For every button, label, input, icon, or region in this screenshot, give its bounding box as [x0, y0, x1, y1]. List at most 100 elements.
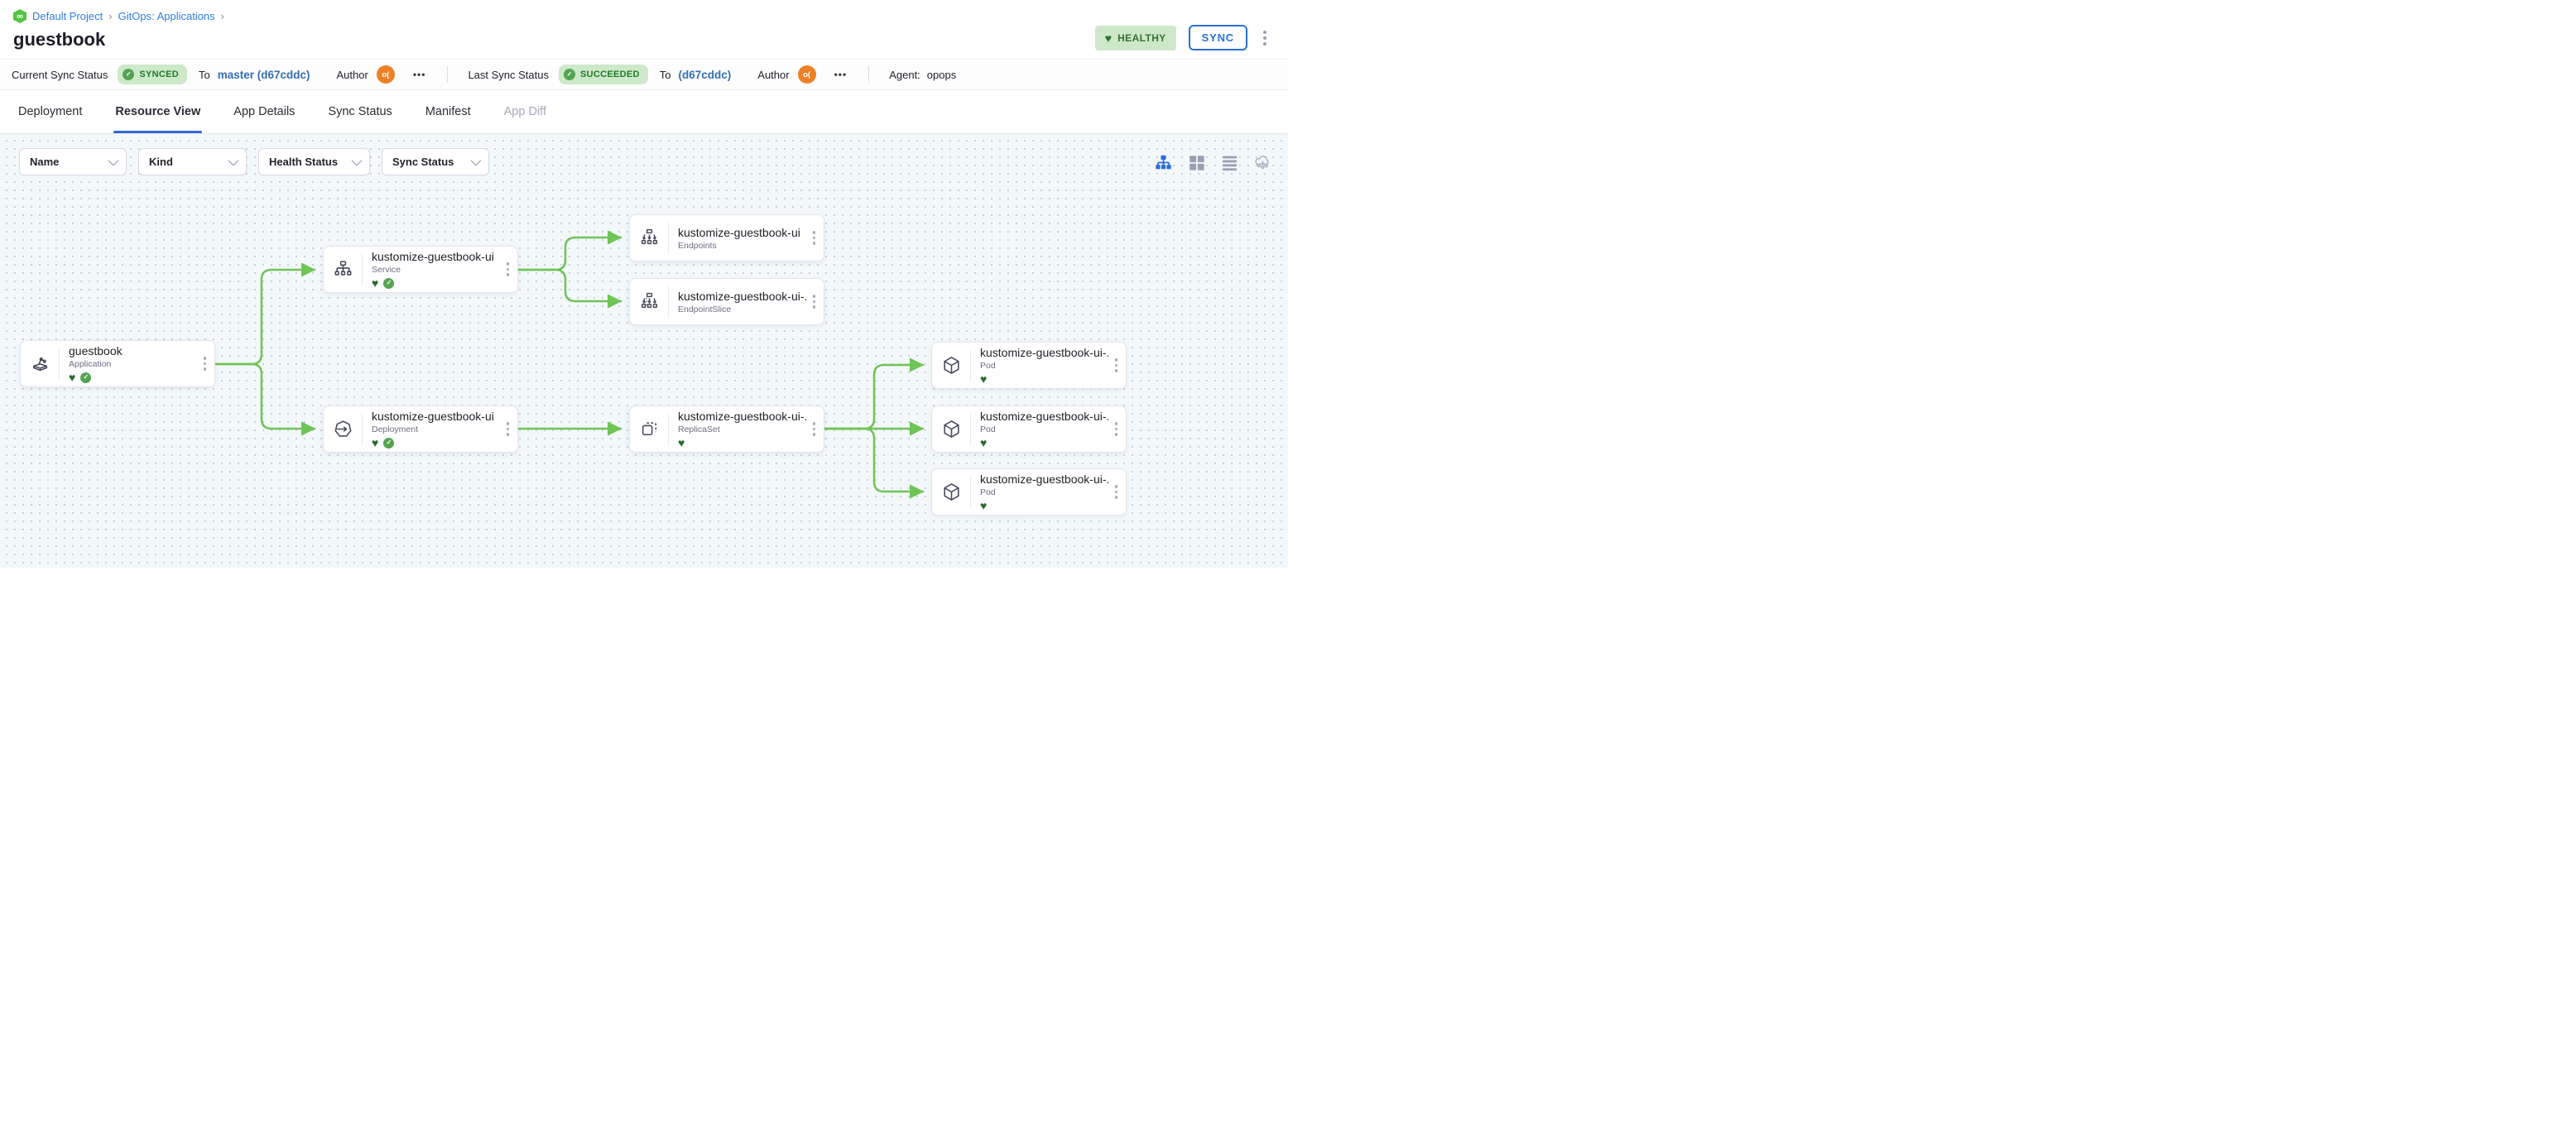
more-horizontal-icon[interactable]: •••	[412, 69, 426, 80]
author-avatar: o(	[797, 65, 816, 84]
tab-sync-status[interactable]: Sync Status	[328, 105, 392, 118]
heart-icon: ♥	[1104, 31, 1113, 45]
divider	[447, 66, 449, 83]
node-menu-button[interactable]	[503, 419, 513, 439]
service-icon	[324, 247, 362, 292]
more-horizontal-icon[interactable]: •••	[834, 69, 848, 80]
tab-manifest[interactable]: Manifest	[425, 105, 471, 118]
node-menu-button[interactable]	[810, 228, 819, 248]
node-service[interactable]: kustomize-guestbook-ui Service ♥ ✓	[323, 246, 518, 293]
resource-name: guestbook	[69, 344, 123, 357]
healthy-heart-icon: ♥	[980, 436, 988, 449]
resource-name: kustomize-guestbook-ui-...	[678, 410, 806, 423]
resource-name: kustomize-guestbook-ui	[372, 410, 494, 423]
current-revision-link[interactable]: master (d67cddc)	[217, 68, 310, 81]
healthy-heart-icon: ♥	[980, 499, 988, 512]
node-application-guestbook[interactable]: guestbook Application ♥ ✓	[20, 340, 215, 387]
agent-value: opops	[926, 68, 957, 81]
resource-name: kustomize-guestbook-ui-...	[678, 289, 806, 303]
pod-icon	[932, 343, 970, 388]
check-circle-icon: ✓	[123, 69, 135, 80]
chevron-down-icon	[351, 155, 363, 166]
resource-kind: Deployment	[372, 425, 419, 434]
synced-badge-label: SYNCED	[139, 70, 179, 79]
filter-name-label: Name	[30, 156, 60, 168]
tab-deployment[interactable]: Deployment	[18, 105, 83, 118]
filter-kind-label: Kind	[149, 156, 173, 168]
grid-view-icon[interactable]	[1188, 154, 1205, 171]
filter-kind-dropdown[interactable]: Kind	[138, 148, 247, 175]
list-view-icon[interactable]	[1221, 154, 1238, 171]
synced-check-icon: ✓	[383, 277, 395, 289]
app-menu-button[interactable]	[1260, 27, 1270, 49]
node-deployment[interactable]: kustomize-guestbook-ui Deployment ♥ ✓	[323, 405, 518, 453]
node-menu-button[interactable]	[503, 259, 513, 280]
agent-label: Agent:	[889, 68, 920, 81]
deployment-icon	[324, 406, 362, 452]
breadcrumb: ∞ Default Project › GitOps: Applications…	[13, 9, 1275, 23]
tab-bar: Deployment Resource View App Details Syn…	[0, 90, 1288, 134]
node-pod-3[interactable]: kustomize-guestbook-ui-... Pod ♥	[931, 468, 1127, 516]
node-menu-button[interactable]	[810, 291, 819, 312]
healthy-heart-icon: ♥	[69, 371, 76, 384]
node-menu-button[interactable]	[810, 419, 819, 439]
chevron-down-icon	[228, 155, 239, 166]
node-pod-1[interactable]: kustomize-guestbook-ui-... Pod ♥	[931, 342, 1127, 389]
resource-name: kustomize-guestbook-ui-...	[980, 473, 1108, 486]
healthy-heart-icon: ♥	[372, 276, 379, 290]
chevron-right-icon: ›	[220, 10, 225, 22]
synced-check-icon: ✓	[80, 372, 92, 383]
author-label: Author	[336, 68, 368, 81]
tab-app-details[interactable]: App Details	[233, 105, 296, 118]
to-label: To	[198, 68, 210, 81]
sync-status-bar: Current Sync Status ✓ SYNCED To master (…	[0, 59, 1288, 90]
resource-kind: ReplicaSet	[678, 425, 720, 434]
node-pod-2[interactable]: kustomize-guestbook-ui-... Pod ♥	[931, 405, 1127, 453]
chevron-right-icon: ›	[108, 10, 113, 22]
resource-kind: Pod	[980, 487, 996, 497]
filter-sync-status-dropdown[interactable]: Sync Status	[382, 148, 489, 175]
healthy-heart-icon: ♥	[980, 372, 988, 386]
filter-name-dropdown[interactable]: Name	[19, 148, 127, 175]
node-menu-button[interactable]	[1112, 355, 1122, 376]
synced-check-icon: ✓	[383, 437, 395, 449]
endpoints-icon	[630, 215, 668, 261]
health-badge-label: HEALTHY	[1117, 31, 1166, 44]
check-circle-icon: ✓	[564, 69, 575, 80]
resource-kind: Application	[69, 359, 112, 369]
filter-sync-status-label: Sync Status	[392, 156, 454, 168]
synced-badge: ✓ SYNCED	[118, 65, 187, 84]
pod-icon	[932, 406, 970, 452]
node-menu-button[interactable]	[1112, 419, 1122, 439]
breadcrumb-project-link[interactable]: Default Project	[32, 10, 103, 22]
resource-name: kustomize-guestbook-ui	[372, 250, 494, 263]
node-menu-button[interactable]	[200, 353, 210, 374]
succeeded-badge: ✓ SUCCEEDED	[559, 65, 648, 84]
current-sync-status-label: Current Sync Status	[12, 68, 108, 81]
sync-button[interactable]: SYNC	[1188, 25, 1247, 50]
succeeded-badge-label: SUCCEEDED	[580, 70, 640, 79]
resource-kind: EndpointSlice	[678, 304, 732, 314]
last-revision-link[interactable]: (d67cddc)	[678, 68, 732, 81]
last-sync-status-label: Last Sync Status	[468, 68, 549, 81]
author-label: Author	[757, 68, 790, 81]
node-replicaset[interactable]: kustomize-guestbook-ui-... ReplicaSet ♥	[629, 405, 824, 453]
node-endpointslice[interactable]: kustomize-guestbook-ui-... EndpointSlice…	[629, 278, 824, 325]
gitops-logo-icon: ∞	[13, 9, 26, 23]
to-label: To	[659, 68, 671, 81]
node-endpoints[interactable]: kustomize-guestbook-ui Endpoints ♥	[629, 214, 824, 261]
tab-resource-view[interactable]: Resource View	[99, 90, 217, 133]
view-mode-toggles	[1155, 154, 1271, 171]
node-menu-button[interactable]	[1112, 482, 1122, 502]
application-icon	[21, 341, 59, 386]
cluster-view-icon[interactable]	[1254, 154, 1271, 171]
filter-health-status-dropdown[interactable]: Health Status	[258, 148, 370, 175]
resource-tree-canvas[interactable]: Name Kind Health Status Sync Status	[0, 134, 1288, 568]
resource-kind: Endpoints	[678, 240, 717, 251]
healthy-heart-icon: ♥	[372, 436, 379, 449]
breadcrumb-applications-link[interactable]: GitOps: Applications	[118, 10, 215, 22]
filter-bar: Name Kind Health Status Sync Status	[19, 148, 489, 175]
page-title: guestbook	[13, 29, 106, 50]
tree-view-icon[interactable]	[1155, 154, 1172, 171]
resource-kind: Pod	[980, 425, 996, 434]
